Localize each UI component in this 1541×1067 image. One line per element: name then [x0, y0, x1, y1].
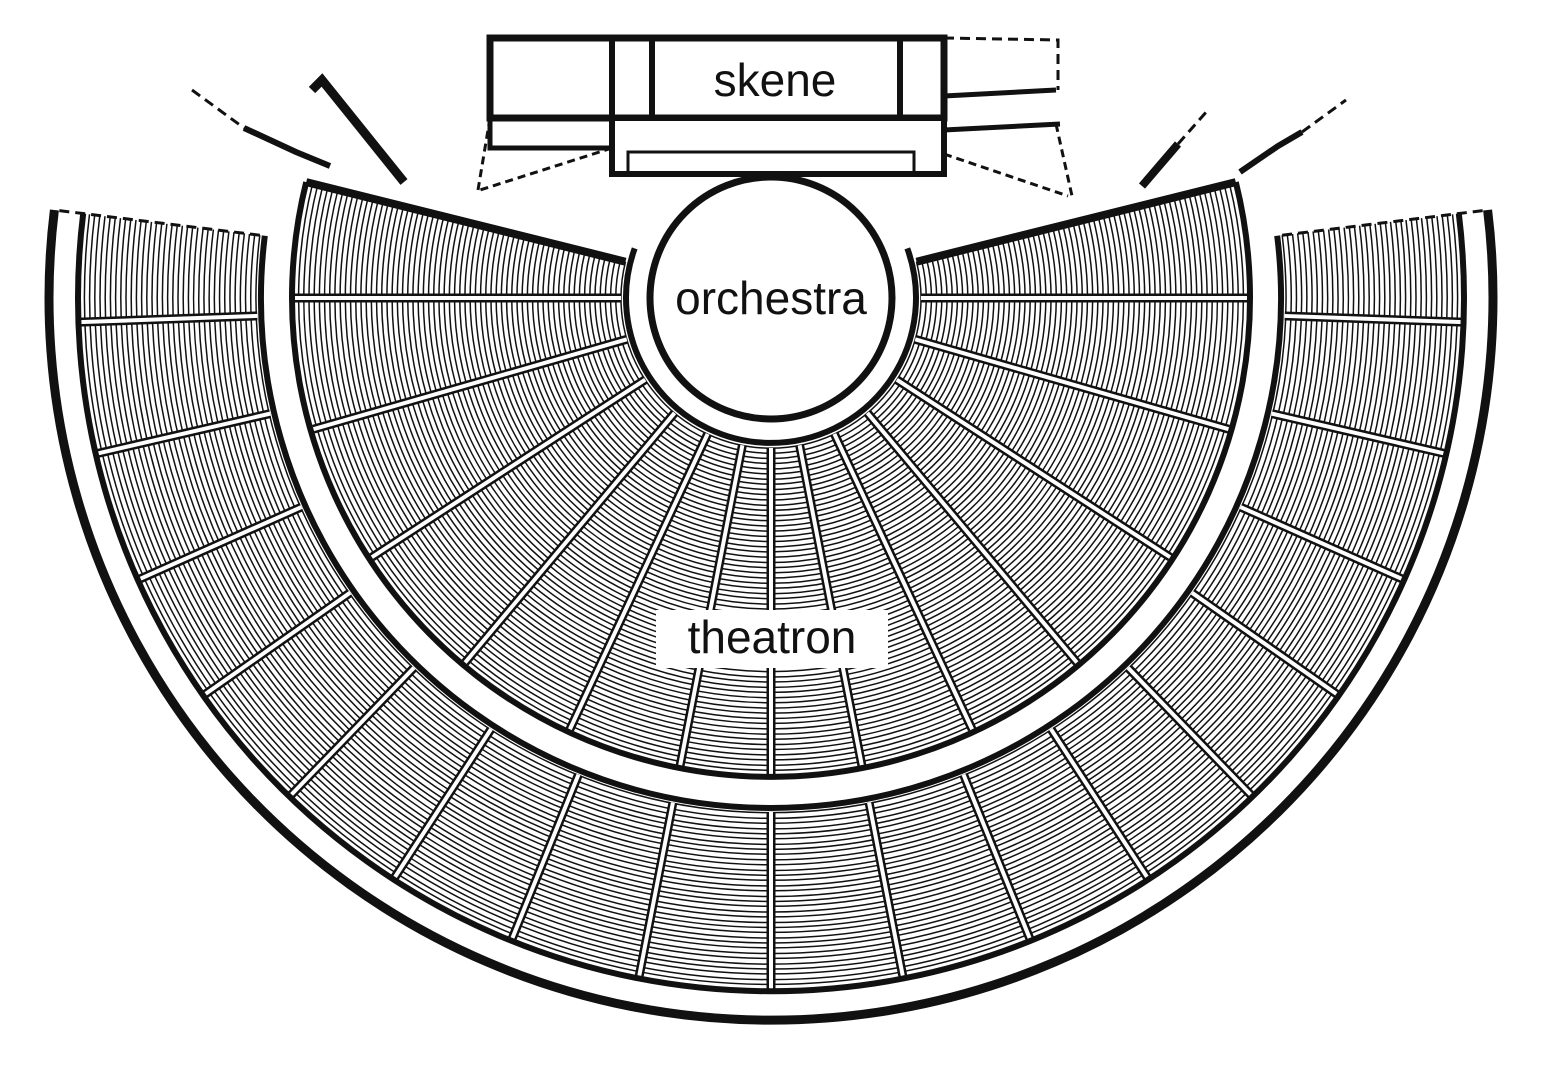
diazoma-inner-wall: [289, 181, 1253, 780]
aisle-stair: [138, 505, 303, 582]
aisle-stair: [678, 444, 745, 766]
upper-cavea-outer-row: [75, 213, 1467, 995]
aisle-stair: [392, 727, 493, 880]
skene-label: skene: [700, 54, 850, 110]
west-ruined-wall: [191, 88, 245, 130]
proskenion: [609, 115, 947, 177]
aisle-stair: [509, 773, 581, 941]
aisle-stair: [914, 337, 1230, 432]
cavea-outer-wall: [44, 209, 1498, 1025]
aisle-stair: [463, 411, 677, 664]
west-analemma: [308, 73, 408, 185]
east-analemma: [1138, 141, 1182, 189]
orchestra-label: orchestra: [675, 272, 867, 324]
aisle-stair: [1049, 727, 1150, 880]
east-ruined-wall-b: [1301, 98, 1347, 134]
upper-cavea-aisles: [79, 311, 1463, 990]
west-gate: [476, 117, 613, 192]
upper-cavea-left-edge: [54, 208, 261, 237]
aisle-stair: [202, 591, 352, 697]
aisle-stair: [370, 378, 647, 559]
aisle-stair: [288, 666, 416, 798]
east-ruined-wall-a: [1176, 109, 1210, 145]
aisle-stair: [797, 444, 864, 766]
theatron-label-text: theatron: [688, 611, 857, 663]
aisle-stair: [636, 802, 675, 978]
east-gate: [943, 123, 1074, 198]
aisle-stair: [895, 378, 1172, 559]
skene-building: [476, 34, 1074, 198]
cavea-walls: [44, 178, 1498, 1025]
lower-cavea-left-edge: [305, 178, 627, 266]
aisle-stair: [867, 802, 906, 978]
aisle-stair: [865, 411, 1079, 664]
west-paraskenion: [487, 118, 612, 151]
diazoma-outer-wall: [258, 235, 1284, 811]
orchestra-label-text: orchestra: [675, 272, 867, 324]
orchestra-circle: [646, 173, 896, 423]
aisle-stair: [1190, 591, 1340, 697]
aisle-stair: [1126, 666, 1254, 798]
aisle-stair: [1271, 411, 1446, 456]
east-ruined-wall: [943, 36, 1060, 90]
aisle-stair: [1284, 313, 1463, 325]
skene-label-text: skene: [714, 54, 837, 106]
lower-cavea-right-edge: [915, 178, 1237, 266]
aisle-stair: [312, 337, 628, 432]
east-retaining-wall: [1238, 129, 1304, 175]
orchestra-drain-wall: [623, 247, 919, 446]
aisle-stair: [79, 313, 258, 325]
parodos-walls: [191, 73, 1347, 189]
upper-cavea-right-edge: [1281, 208, 1488, 237]
west-retaining-wall: [242, 125, 332, 169]
theatron-label: theatron: [656, 610, 888, 668]
east-paraskenion: [943, 87, 1061, 133]
aisle-stair: [832, 433, 974, 731]
aisle-stair: [96, 411, 271, 456]
aisle-stair: [568, 433, 710, 731]
aisle-stair: [961, 773, 1033, 941]
aisle-stair: [1239, 505, 1404, 582]
